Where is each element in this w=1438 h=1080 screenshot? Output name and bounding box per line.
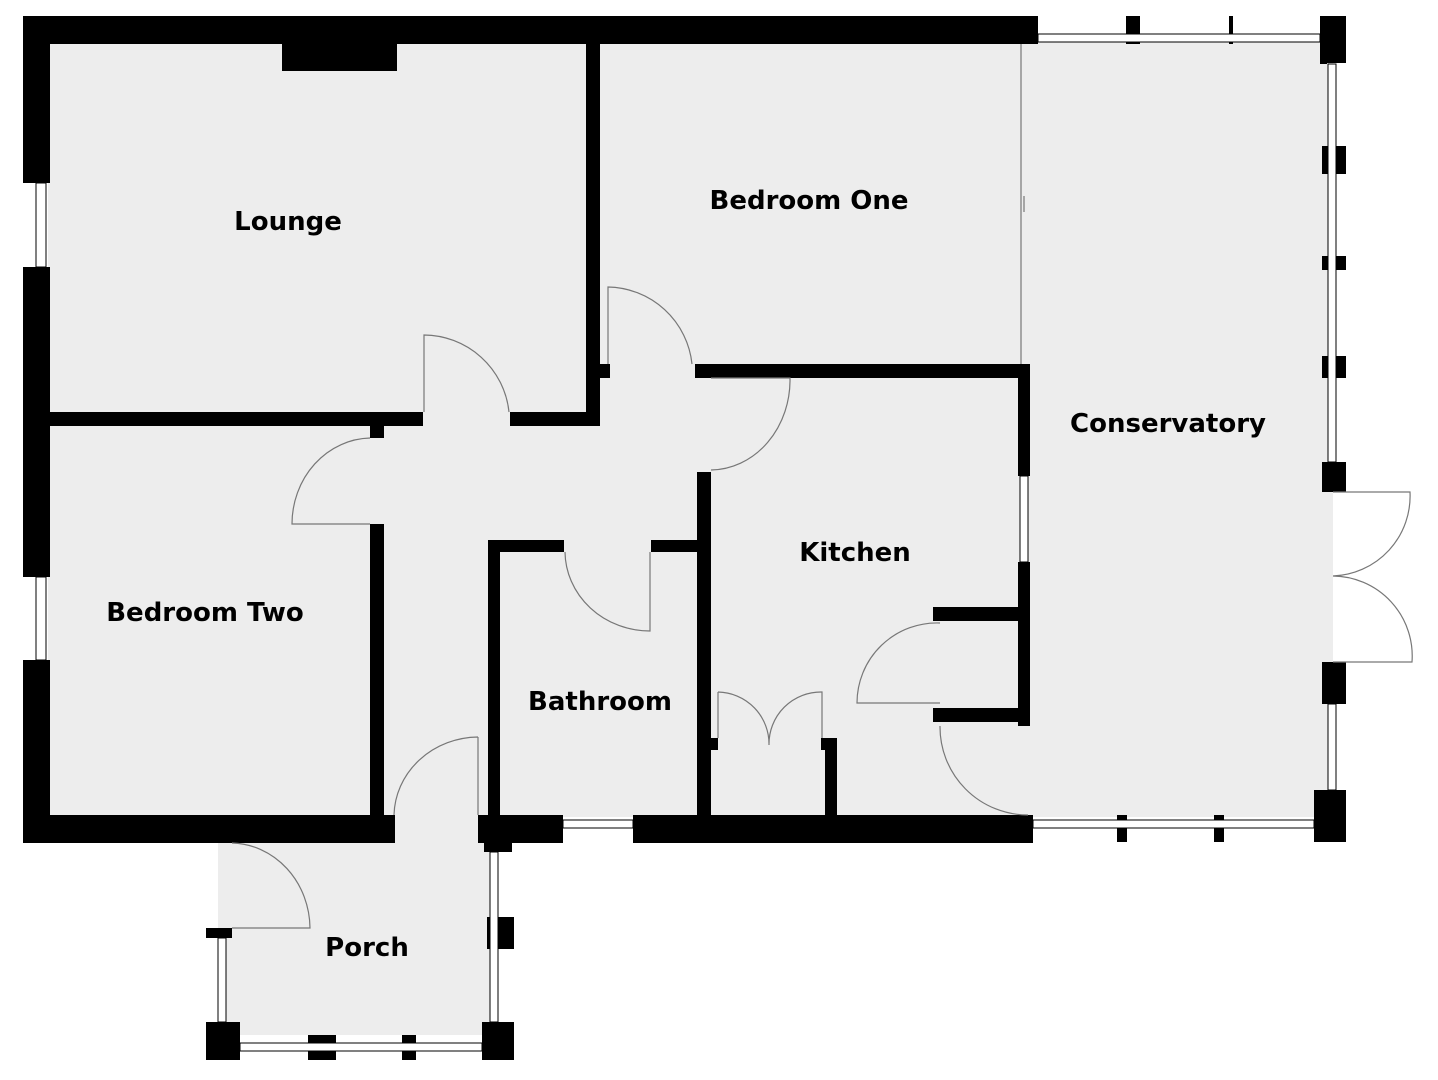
room-label-conservatory: Conservatory — [1070, 409, 1266, 439]
room-label-kitchen: Kitchen — [799, 538, 911, 568]
room-label-bedroom-two: Bedroom Two — [106, 598, 304, 628]
room-label-bedroom-one: Bedroom One — [709, 186, 909, 216]
doors — [231, 44, 1413, 929]
room-label-bathroom: Bathroom — [528, 687, 672, 717]
floor-areas — [48, 42, 1333, 1035]
windows — [35, 33, 1337, 1052]
interior-walls — [48, 42, 1030, 817]
room-label-porch: Porch — [325, 933, 409, 963]
exterior-walls — [23, 16, 1346, 843]
room-label-lounge: Lounge — [234, 207, 342, 237]
